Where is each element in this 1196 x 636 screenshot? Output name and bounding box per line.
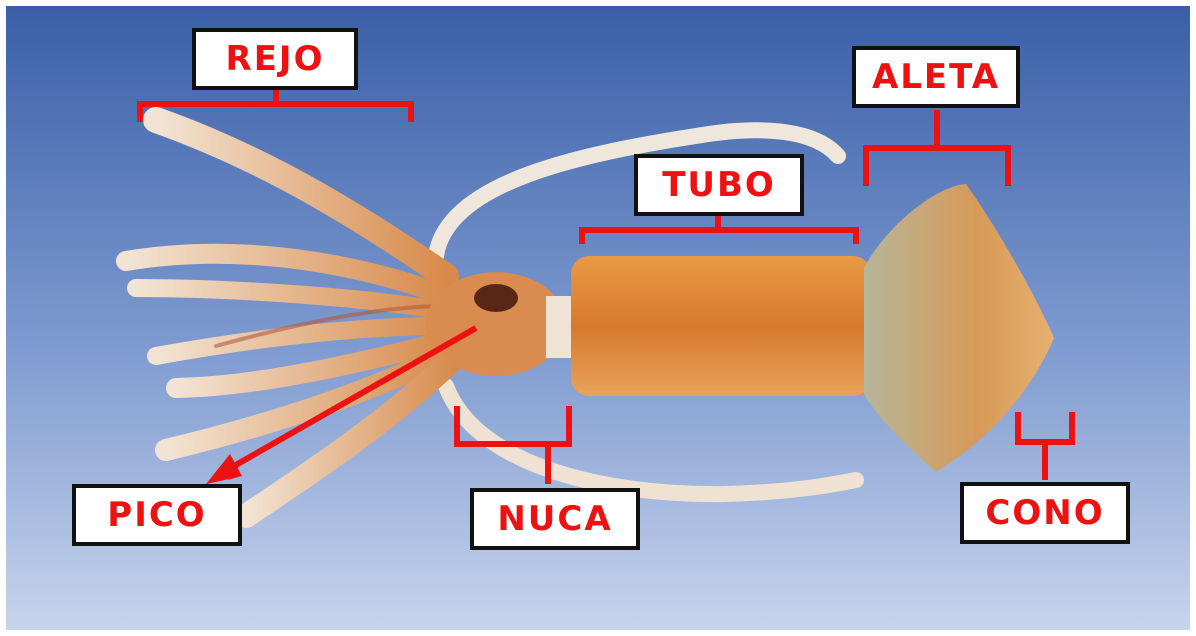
cono-label: CONO — [960, 482, 1130, 544]
nuca-label-text: NUCA — [497, 502, 612, 536]
diagram-canvas: REJO ALETA TUBO PICO NUCA CONO — [6, 6, 1190, 630]
pico-label-text: PICO — [107, 498, 206, 532]
tubo-label: TUBO — [634, 154, 804, 216]
tubo-label-text: TUBO — [662, 168, 776, 202]
rejo-label-text: REJO — [226, 42, 325, 76]
eye — [474, 284, 518, 312]
mantle — [571, 256, 871, 396]
cono-label-text: CONO — [985, 496, 1104, 530]
aleta-label: ALETA — [852, 46, 1020, 108]
pico-label: PICO — [72, 484, 242, 546]
aleta-label-text: ALETA — [872, 60, 1000, 94]
rejo-label: REJO — [192, 28, 358, 90]
nuca-label: NUCA — [470, 488, 640, 550]
